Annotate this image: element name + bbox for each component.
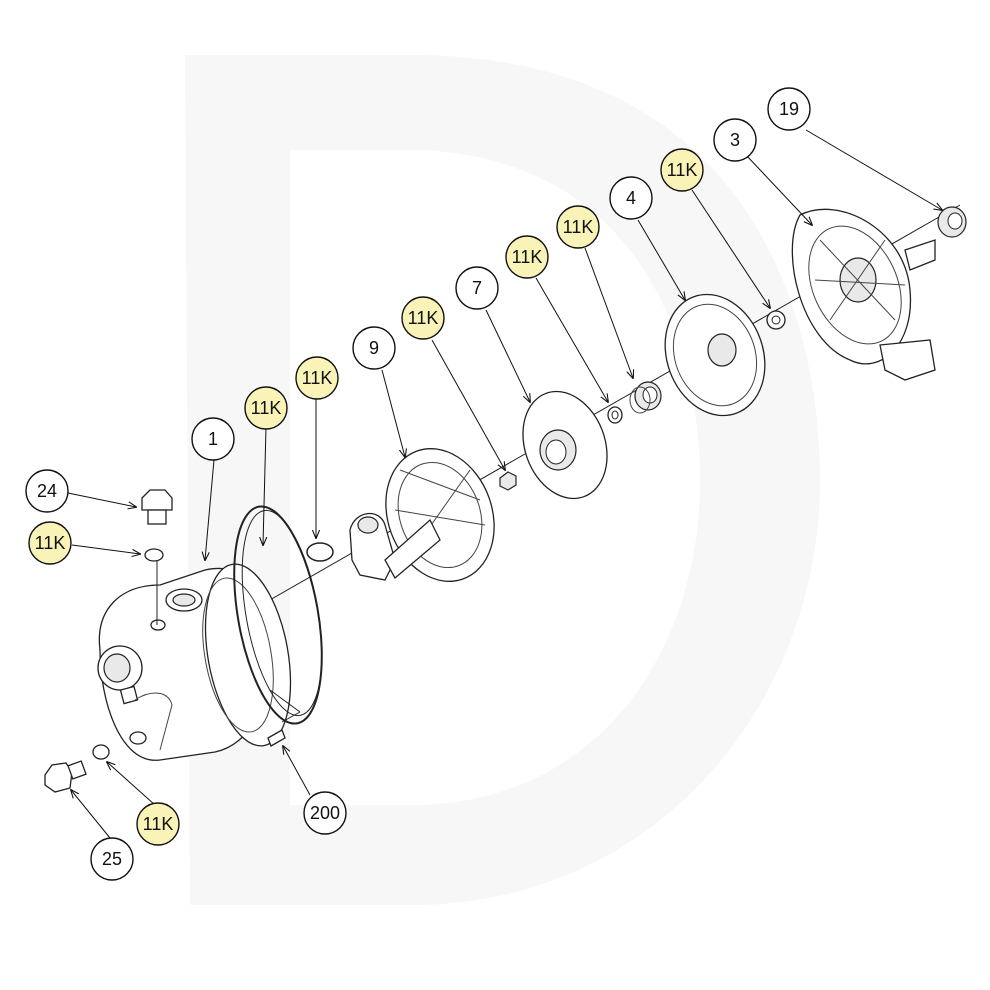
callout-11k-c: 11K bbox=[505, 235, 549, 279]
callout-4-label: 4 bbox=[626, 188, 636, 208]
callout-11k-f-bubble bbox=[244, 386, 288, 430]
callout-19: 19 bbox=[767, 87, 811, 131]
drain-plug-part-24 bbox=[141, 489, 173, 525]
callout-24: 24 bbox=[25, 469, 69, 513]
callout-11k-h-label: 11K bbox=[143, 814, 174, 834]
callout-9-label: 9 bbox=[369, 338, 379, 358]
callout-11k-b: 11K bbox=[556, 205, 600, 249]
callout-11k-h: 11K bbox=[136, 802, 180, 846]
callout-25-bubble bbox=[90, 837, 134, 881]
callout-24-label: 24 bbox=[37, 481, 57, 501]
callout-11k-g: 11K bbox=[28, 521, 72, 565]
callout-3: 3 bbox=[713, 118, 757, 162]
callout-200: 200 bbox=[303, 791, 347, 835]
impeller-nut bbox=[499, 471, 517, 491]
motor-bracket-part-3 bbox=[791, 208, 936, 381]
callout-1-bubble bbox=[191, 417, 235, 461]
callout-11k-g-bubble bbox=[28, 521, 72, 565]
seal-plate-part-4 bbox=[664, 293, 766, 417]
callout-11k-e: 11K bbox=[295, 356, 339, 400]
leader-lines bbox=[67, 129, 942, 839]
bearing-part-19 bbox=[937, 206, 967, 238]
callout-25-label: 25 bbox=[102, 849, 122, 869]
callout-11k-d-label: 11K bbox=[408, 308, 439, 328]
callout-11k-a: 11K bbox=[660, 148, 704, 192]
callout-24-bubble bbox=[25, 469, 69, 513]
callout-11k-e-bubble bbox=[295, 356, 339, 400]
callout-11k-b-bubble bbox=[556, 205, 600, 249]
callout-11k-a-label: 11K bbox=[667, 160, 698, 180]
callout-7: 7 bbox=[455, 266, 499, 310]
callout-11k-e-label: 11K bbox=[302, 368, 333, 388]
callout-11k-a-bubble bbox=[660, 148, 704, 192]
drain-plug-part-25 bbox=[44, 760, 87, 793]
callout-11k-f-label: 11K bbox=[251, 398, 282, 418]
callout-11k-f: 11K bbox=[244, 386, 288, 430]
callout-9: 9 bbox=[352, 326, 396, 370]
diffuser-part-9 bbox=[349, 448, 495, 582]
callout-200-bubble bbox=[303, 791, 347, 835]
plug-washer-bottom bbox=[92, 744, 110, 760]
impeller-part-7 bbox=[522, 390, 608, 500]
callout-1-label: 1 bbox=[208, 429, 218, 449]
callout-11k-b-label: 11K bbox=[563, 217, 594, 237]
callout-11k-c-bubble bbox=[505, 235, 549, 279]
callout-11k-d-bubble bbox=[401, 296, 445, 340]
callout-9-bubble bbox=[352, 326, 396, 370]
callout-1: 1 bbox=[191, 417, 235, 461]
seal-washer bbox=[607, 406, 623, 424]
callout-25: 25 bbox=[90, 837, 134, 881]
callout-7-label: 7 bbox=[472, 278, 482, 298]
callout-4-bubble bbox=[609, 176, 653, 220]
screw-part-200 bbox=[267, 689, 301, 747]
pump-housing-part-1 bbox=[97, 563, 292, 761]
callout-11k-h-bubble bbox=[136, 802, 180, 846]
callout-19-bubble bbox=[767, 87, 811, 131]
slinger-washer bbox=[766, 310, 786, 330]
callout-3-bubble bbox=[713, 118, 757, 162]
callout-7-bubble bbox=[455, 266, 499, 310]
plug-washer-top bbox=[144, 548, 164, 562]
callout-3-label: 3 bbox=[730, 130, 740, 150]
callout-11k-c-label: 11K bbox=[512, 247, 543, 267]
callout-11k-d: 11K bbox=[401, 296, 445, 340]
small-o-ring bbox=[306, 542, 334, 562]
callout-11k-g-label: 11K bbox=[35, 533, 66, 553]
callout-4: 4 bbox=[609, 176, 653, 220]
callout-200-label: 200 bbox=[310, 803, 340, 823]
callout-19-label: 19 bbox=[779, 99, 799, 119]
mechanical-seal bbox=[629, 381, 662, 414]
